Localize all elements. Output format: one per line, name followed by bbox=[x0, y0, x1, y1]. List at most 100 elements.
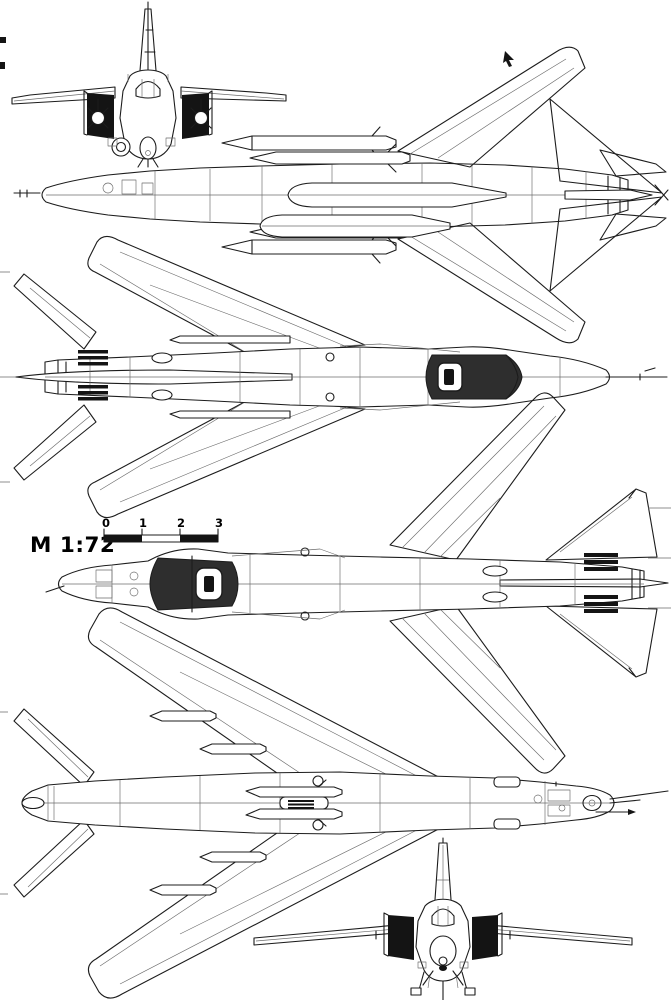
wing-missiles-upper bbox=[149, 710, 267, 755]
nose-panels bbox=[121, 179, 154, 195]
scale-label: M 1:72 bbox=[30, 533, 115, 558]
canopy bbox=[431, 908, 455, 927]
wing-pivot bbox=[300, 547, 310, 557]
wing-intermediate-upper bbox=[389, 392, 566, 561]
canopy-frames bbox=[127, 74, 169, 98]
scale-indicator: M 1:72 0 1 2 3 bbox=[30, 516, 223, 558]
nose-details bbox=[533, 781, 571, 817]
scale-bar-segment bbox=[104, 535, 142, 542]
missile-body bbox=[193, 110, 209, 126]
centerline-tank-inner bbox=[115, 141, 127, 153]
wing-intermediate-upper-lines bbox=[401, 405, 557, 558]
wheel-bulge bbox=[312, 775, 324, 787]
intake-side-plates bbox=[83, 90, 213, 136]
drogue-chute-fairing bbox=[21, 796, 45, 810]
stab-extension-lines bbox=[648, 507, 671, 609]
nose-radome bbox=[429, 935, 457, 967]
stabilizer-upper-line bbox=[29, 287, 91, 339]
scale-tick-label: 3 bbox=[215, 516, 223, 530]
pitot-boom bbox=[609, 790, 669, 804]
fuselage-oval bbox=[482, 591, 508, 603]
scale-tick-label: 0 bbox=[102, 516, 110, 530]
missile-body bbox=[245, 786, 343, 798]
fuselage-oval bbox=[151, 389, 173, 401]
tail-spike bbox=[564, 189, 653, 201]
canopy-frames bbox=[437, 906, 449, 926]
missile-body bbox=[245, 808, 343, 820]
missile-body bbox=[221, 239, 397, 255]
ventral-fins-pitot bbox=[137, 158, 159, 168]
wing-pivot bbox=[325, 392, 335, 402]
right-missile bbox=[190, 98, 212, 129]
gear-pod bbox=[493, 776, 521, 788]
nose-circle bbox=[129, 587, 139, 597]
stabilizer-upper bbox=[13, 273, 97, 350]
left-missile bbox=[87, 98, 109, 129]
glove-lines bbox=[231, 548, 346, 620]
panel-lines bbox=[111, 554, 576, 613]
missile-body bbox=[249, 151, 411, 165]
left-wing bbox=[11, 86, 116, 105]
datum-arrow-head bbox=[628, 809, 636, 815]
nose-tip bbox=[439, 965, 447, 971]
nose-circle bbox=[102, 182, 114, 194]
pitot-boom bbox=[13, 189, 41, 198]
fin-edge-spike bbox=[499, 578, 669, 588]
bottom-view-wings-swept bbox=[13, 46, 669, 344]
fuselage-oval bbox=[482, 565, 508, 577]
wing-missiles-lower bbox=[149, 851, 267, 896]
wing-missile bbox=[199, 743, 267, 755]
wing-pivot bbox=[325, 352, 335, 362]
nose-details bbox=[95, 569, 139, 599]
left-wing-line bbox=[255, 927, 409, 942]
nose-probe-base bbox=[145, 150, 151, 156]
pitot-boom bbox=[45, 585, 65, 593]
bottom-view-wings-extended bbox=[0, 607, 669, 999]
gear-doors bbox=[107, 137, 176, 147]
side-rail-lower bbox=[169, 410, 291, 419]
pitot-boom bbox=[605, 367, 668, 381]
top-view-wings-extended bbox=[0, 235, 668, 519]
scale-tick-label: 2 bbox=[177, 516, 185, 530]
nose-radome-ring bbox=[582, 794, 602, 812]
missile-body bbox=[221, 135, 397, 151]
nose-panels bbox=[95, 569, 113, 599]
panel-lines bbox=[89, 347, 561, 407]
nose-circle bbox=[558, 804, 566, 812]
windshield-frame bbox=[505, 354, 519, 400]
front-view-bottom-right bbox=[253, 837, 633, 1000]
seat-headrest bbox=[204, 576, 214, 592]
missile-body bbox=[90, 110, 106, 126]
cockpit-canopy bbox=[149, 557, 239, 611]
tip-extension-dashes bbox=[0, 271, 16, 483]
scale-tick-label: 1 bbox=[139, 516, 147, 530]
top-view-wings-swept bbox=[45, 392, 671, 774]
wing-pivot bbox=[300, 611, 310, 621]
gun-barrels bbox=[288, 800, 314, 809]
nose-circle bbox=[533, 794, 543, 804]
wing-missile bbox=[149, 710, 217, 722]
arrow-marker bbox=[503, 51, 514, 67]
wing-missile bbox=[149, 884, 217, 896]
wheels bbox=[410, 987, 476, 996]
missiles-upper bbox=[221, 126, 411, 173]
intake-side-plates bbox=[383, 912, 503, 957]
wing-intermediate-upper-lines bbox=[409, 58, 575, 159]
wing-missile bbox=[199, 851, 267, 863]
speed-brakes bbox=[584, 553, 618, 613]
edge-mark bbox=[0, 62, 5, 69]
right-wing-line bbox=[477, 927, 631, 942]
tip-extension-dashes bbox=[0, 711, 8, 895]
nose-circle bbox=[129, 571, 139, 581]
canopy bbox=[135, 80, 161, 99]
wing-extended-upper bbox=[87, 607, 453, 797]
right-wing-panel-line bbox=[180, 90, 285, 100]
wing-swept-upper bbox=[549, 98, 669, 201]
ventral-fins bbox=[422, 970, 464, 986]
main-gear-legs bbox=[418, 971, 468, 991]
gear-doors bbox=[417, 961, 469, 969]
right-intake bbox=[472, 915, 498, 960]
edge-mark bbox=[0, 37, 6, 43]
left-intake bbox=[388, 915, 414, 960]
